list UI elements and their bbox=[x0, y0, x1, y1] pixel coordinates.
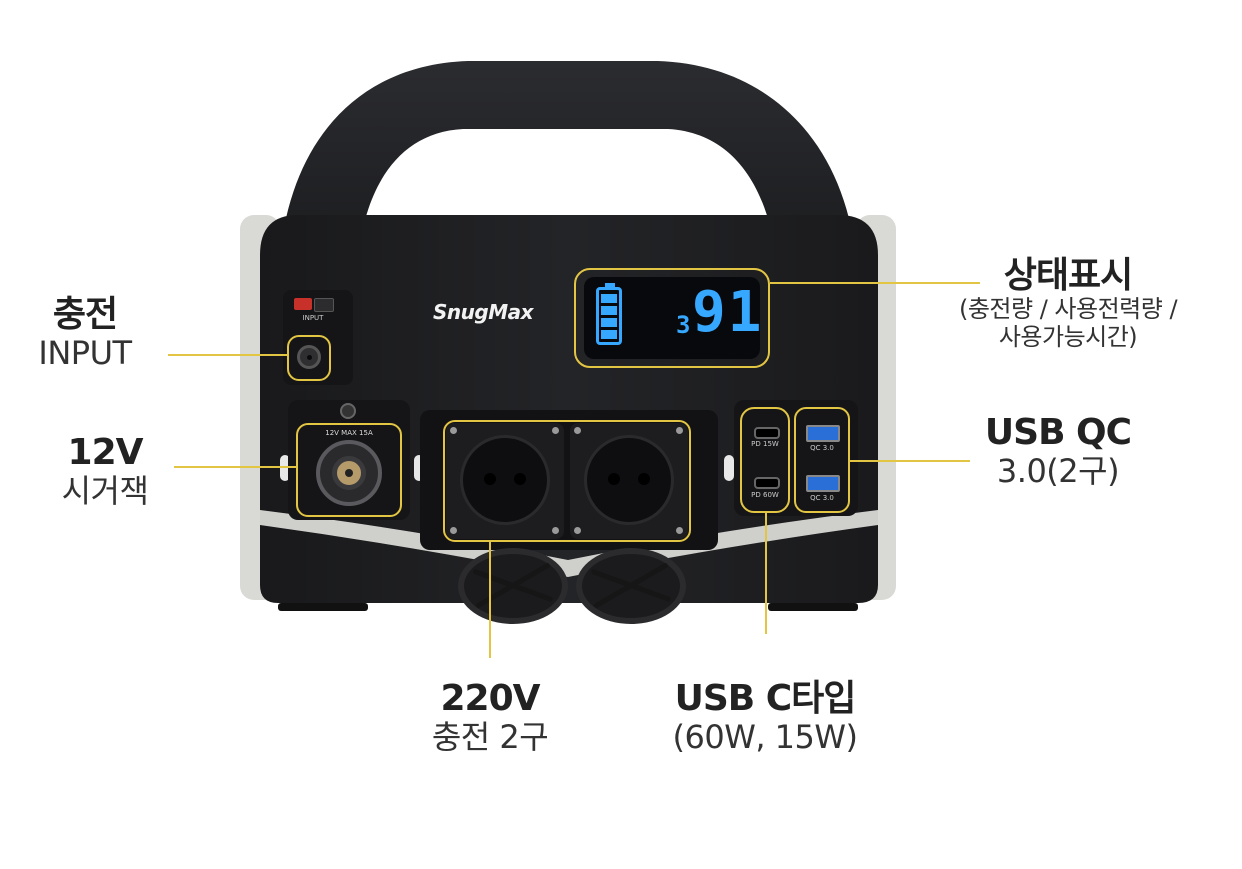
display-callout-frame bbox=[574, 268, 770, 368]
lcd-display: 3 91 bbox=[584, 277, 764, 359]
car12v-callout-line bbox=[174, 466, 296, 468]
ac220-callout-title: 220V bbox=[440, 678, 540, 719]
usbc-port-2[interactable] bbox=[754, 477, 780, 489]
ac220-callout-line bbox=[489, 540, 491, 658]
usb-qc-port-2[interactable] bbox=[806, 475, 840, 492]
ac220-callout: 220V 충전 2구 bbox=[405, 678, 575, 756]
car-port-label: 12V MAX 15A bbox=[325, 429, 373, 437]
display-main-digits: 91 bbox=[692, 280, 764, 345]
qc-label-1: QC 3.0 bbox=[810, 444, 834, 452]
silver-band bbox=[260, 510, 878, 577]
power-station: INPUT SnugMax 3 91 12V MAX 15A bbox=[238, 55, 898, 615]
usbc-callout-title: USB C타입 bbox=[674, 678, 857, 719]
input-callout-title: 충전 bbox=[52, 294, 118, 335]
outlet-cap-1[interactable] bbox=[458, 548, 568, 624]
dc-input-jack[interactable] bbox=[297, 345, 321, 369]
input-callout-frame bbox=[287, 335, 331, 381]
status-callout-sub2: 사용가능시간) bbox=[998, 322, 1138, 351]
usbc-label-2: PD 60W bbox=[751, 491, 779, 499]
status-led bbox=[340, 403, 356, 419]
usbqc-callout-title: USB QC bbox=[984, 412, 1132, 453]
power-switch-off[interactable] bbox=[314, 298, 334, 312]
usb-qc-port-1[interactable] bbox=[806, 425, 840, 442]
battery-icon bbox=[596, 283, 622, 345]
status-callout-line bbox=[770, 282, 980, 284]
status-callout-sub1: (충전량 / 사용전력량 / bbox=[958, 295, 1178, 324]
input-callout-line bbox=[168, 354, 288, 356]
usbqc-callout: USB QC 3.0(2구) bbox=[968, 412, 1148, 490]
outlet-cap-2[interactable] bbox=[576, 548, 686, 624]
ac-callout-frame bbox=[443, 420, 691, 542]
input-callout: 충전 INPUT bbox=[10, 294, 160, 372]
brand-logo: SnugMax bbox=[433, 300, 534, 324]
car12v-callout-sub: 시거잭 bbox=[61, 472, 149, 511]
cigarette-socket[interactable] bbox=[316, 440, 382, 506]
ac-outlet-2[interactable] bbox=[570, 423, 688, 539]
usbc-callout-sub: (60W, 15W) bbox=[672, 718, 858, 757]
qc-callout-frame bbox=[794, 407, 850, 513]
power-switch[interactable] bbox=[294, 298, 312, 310]
status-callout: 상태표시 (충전량 / 사용전력량 / 사용가능시간) bbox=[918, 255, 1218, 352]
qc-label-2: QC 3.0 bbox=[810, 494, 834, 502]
car-port-callout-frame bbox=[296, 423, 402, 517]
status-callout-title: 상태표시 bbox=[1003, 255, 1133, 296]
usbc-label-1: PD 15W bbox=[751, 440, 779, 448]
car12v-callout-title: 12V bbox=[67, 432, 144, 473]
usbc-callout-line bbox=[765, 512, 767, 634]
input-port-label: INPUT bbox=[302, 314, 324, 322]
usbc-callout: USB C타입 (60W, 15W) bbox=[650, 678, 880, 756]
display-small-digit: 3 bbox=[676, 311, 691, 339]
ac220-callout-sub: 충전 2구 bbox=[431, 718, 549, 757]
carry-handle bbox=[278, 61, 858, 295]
usbqc-callout-sub: 3.0(2구) bbox=[996, 452, 1120, 491]
input-callout-sub: INPUT bbox=[38, 334, 132, 373]
car12v-callout: 12V 시거잭 bbox=[30, 432, 180, 510]
ac-outlet-1[interactable] bbox=[446, 423, 564, 539]
usb-panel bbox=[734, 400, 858, 516]
usbc-port-1[interactable] bbox=[754, 427, 780, 439]
usbqc-callout-line bbox=[850, 460, 970, 462]
